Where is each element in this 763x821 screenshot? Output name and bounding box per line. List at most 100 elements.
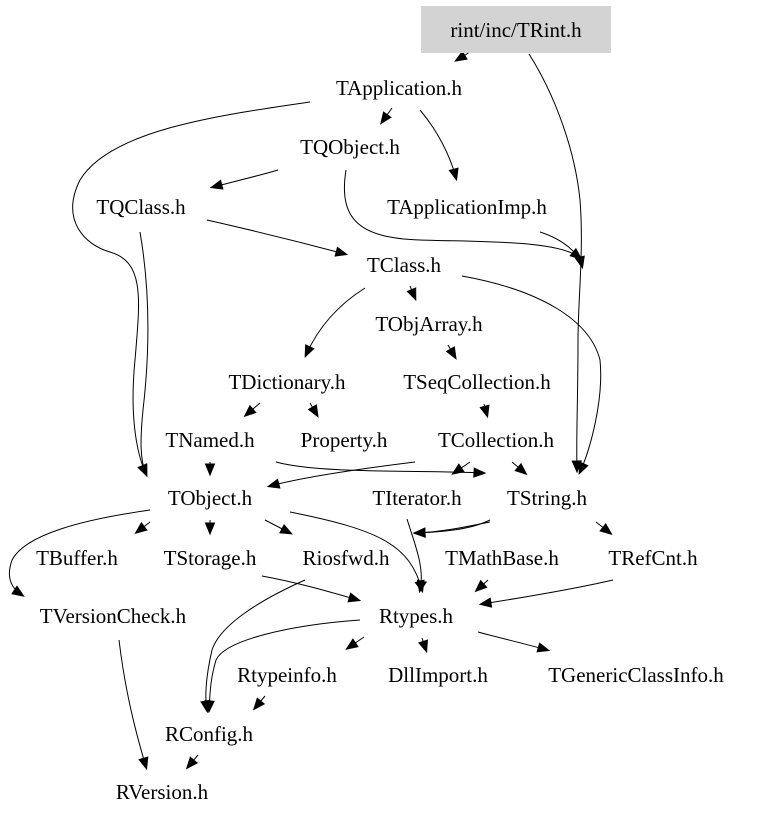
node-label: TQObject.h (300, 135, 400, 159)
edge-line (72, 101, 311, 475)
edge-arrowhead (204, 522, 216, 536)
node-label: TObjArray.h (375, 312, 483, 336)
edge-tstorage-to-rtypes (261, 575, 362, 603)
node-label: TSeqCollection.h (403, 370, 551, 394)
node-trint[interactable]: rint/inc/TRint.h (421, 6, 611, 53)
edge-line (344, 169, 581, 259)
node-rtypeinfo[interactable]: Rtypeinfo.h (237, 663, 337, 687)
edge-trint-to-tstring (528, 53, 582, 474)
edge-tapplication-to-tapplicationimp (419, 109, 459, 182)
edge-tapplication-to-tobject (72, 101, 311, 478)
edge-line (477, 631, 548, 651)
node-titerator[interactable]: TIterator.h (372, 486, 462, 510)
node-label: RConfig.h (165, 722, 254, 746)
edge-arrowhead (473, 467, 487, 478)
edge-rtypes-to-rtypeinfo (345, 636, 365, 650)
edge-line (208, 619, 361, 711)
node-tseqcollection[interactable]: TSeqCollection.h (403, 370, 551, 394)
edge-tstring-to-riosfwd (412, 521, 491, 538)
edge-riosfwd-to-rconfig (200, 579, 306, 714)
edge-tstring-to-trefcnt (595, 521, 613, 536)
edge-tqobject-to-tqclass (209, 169, 279, 190)
root-node-highlight (421, 6, 611, 53)
node-rtypes[interactable]: Rtypes.h (379, 604, 454, 628)
node-label: TIterator.h (372, 486, 462, 510)
node-dllimport[interactable]: DllImport.h (388, 663, 488, 687)
edge-arrowhead (243, 404, 257, 418)
edge-line (139, 231, 149, 475)
node-tnamed[interactable]: TNamed.h (165, 428, 255, 452)
node-rversion[interactable]: RVersion.h (116, 780, 209, 804)
edge-line (528, 53, 582, 471)
edge-tcollection-to-tstring (511, 461, 528, 476)
node-tdictionary[interactable]: TDictionary.h (228, 370, 346, 394)
edge-arrowhead (448, 167, 459, 182)
node-label: RVersion.h (116, 780, 209, 804)
edge-tclass-to-tstring (461, 275, 602, 476)
edge-arrowhead (266, 478, 281, 489)
node-label: Rtypes.h (379, 604, 454, 628)
edge-line (481, 579, 614, 605)
edge-line (415, 521, 491, 534)
node-tobjarray[interactable]: TObjArray.h (375, 312, 483, 336)
node-tbuffer[interactable]: TBuffer.h (36, 546, 118, 570)
edge-arrowhead (599, 523, 613, 536)
edge-arrowhead (418, 639, 428, 654)
edge-arrowhead (185, 756, 199, 770)
edge-tclass-to-tdictionary (304, 287, 366, 359)
edge-tmathbase-to-rtypes (474, 579, 489, 593)
edge-tclass-to-tobjarray (406, 285, 417, 302)
edge-line (8, 509, 151, 596)
edge-trint-to-tapplication (454, 50, 471, 62)
edge-arrowhead (406, 287, 417, 302)
node-label: TObject.h (168, 486, 253, 510)
edge-arrowhead (334, 246, 349, 257)
edge-tcollection-to-titerator (451, 461, 471, 475)
node-tqobject[interactable]: TQObject.h (300, 135, 400, 159)
node-tqclass[interactable]: TQClass.h (96, 195, 186, 219)
edge-tdictionary-to-property (307, 402, 319, 418)
node-tmathbase[interactable]: TMathBase.h (445, 546, 559, 570)
edge-line (289, 511, 423, 591)
node-label: DllImport.h (388, 663, 488, 687)
node-tgenericclassinfo[interactable]: TGenericClassInfo.h (548, 663, 724, 687)
edge-rtypes-to-rconfig (204, 619, 361, 714)
node-label: TDictionary.h (228, 370, 346, 394)
edge-arrowhead (204, 463, 216, 477)
node-tapplication[interactable]: TApplication.h (336, 76, 463, 100)
edge-trefcnt-to-rtypes (478, 579, 614, 608)
node-property[interactable]: Property.h (301, 428, 388, 452)
edge-arrowhead (307, 404, 319, 418)
edge-arrowhead (380, 111, 392, 125)
node-tstring[interactable]: TString.h (507, 486, 587, 510)
node-tobject[interactable]: TObject.h (168, 486, 253, 510)
edge-arrowhead (479, 404, 490, 419)
node-tapplicationimp[interactable]: TApplicationImp.h (387, 195, 547, 219)
node-label: TApplicationImp.h (387, 195, 547, 219)
node-riosfwd[interactable]: Riosfwd.h (303, 546, 390, 570)
edge-arrowhead (445, 346, 457, 360)
node-label: TRefCnt.h (608, 546, 698, 570)
edge-rtypes-to-tgenericclassinfo (477, 631, 551, 653)
edge-arrowhead (134, 522, 148, 535)
edge-arrowhead (574, 255, 585, 270)
edge-line (206, 219, 346, 255)
edge-line (461, 275, 602, 473)
node-tcollection[interactable]: TCollection.h (438, 428, 555, 452)
node-rconfig[interactable]: RConfig.h (165, 722, 254, 746)
edge-arrowhead (345, 638, 359, 650)
edge-arrowhead (279, 523, 293, 535)
node-label: TNamed.h (165, 428, 255, 452)
node-label: Property.h (301, 428, 388, 452)
edge-line (261, 575, 359, 601)
node-tclass[interactable]: TClass.h (367, 253, 442, 277)
node-tversioncheck[interactable]: TVersionCheck.h (40, 604, 187, 628)
edge-titerator-to-rtypes (406, 518, 428, 594)
node-label: TQClass.h (96, 195, 186, 219)
node-tstorage[interactable]: TStorage.h (164, 546, 257, 570)
edge-arrowhead (474, 579, 488, 593)
node-label: rint/inc/TRint.h (450, 18, 582, 42)
node-trefcnt[interactable]: TRefCnt.h (608, 546, 698, 570)
edge-arrowhead (416, 579, 428, 594)
